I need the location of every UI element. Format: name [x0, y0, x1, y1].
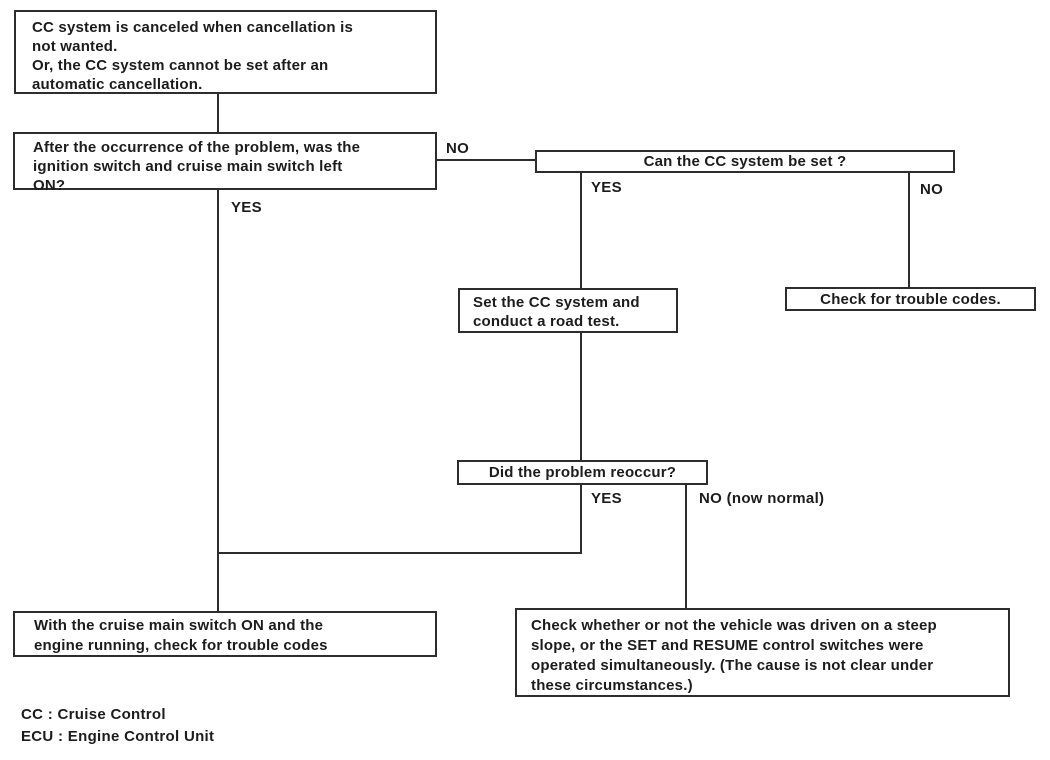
- node-check-for-trouble-codes: Check for trouble codes.: [785, 287, 1036, 311]
- connector-yes-to-road-test: [580, 173, 582, 288]
- edge-label-yes-reoccur: YES: [591, 490, 622, 507]
- edge-label-no-now-normal: NO (now normal): [699, 490, 825, 507]
- edge-label-yes-can-set: YES: [591, 179, 622, 196]
- node-check-codes-engine-running: With the cruise main switch ON and the e…: [13, 611, 437, 657]
- connector-reoccur-yes-down: [580, 485, 582, 554]
- legend-cc-cruise-control: CC : Cruise Control: [21, 706, 166, 723]
- edge-label-no-switch-question: NO: [446, 140, 470, 157]
- legend-ecu-engine-control-unit: ECU : Engine Control Unit: [21, 728, 215, 745]
- connector-reoccur-yes-merge: [217, 552, 582, 554]
- connector-yes-to-engine-running: [217, 190, 219, 611]
- connector-problem-to-question: [217, 94, 219, 132]
- edge-label-yes-switch-question: YES: [231, 199, 262, 216]
- connector-road-test-to-reoccur: [580, 333, 582, 460]
- node-problem-statement: CC system is canceled when cancellation …: [14, 10, 437, 94]
- edge-label-no-can-set: NO: [920, 181, 944, 198]
- node-question-can-cc-be-set: Can the CC system be set ?: [535, 150, 955, 173]
- node-check-steep-slope: Check whether or not the vehicle was dri…: [515, 608, 1010, 697]
- node-question-switch-left-on: After the occurrence of the problem, was…: [13, 132, 437, 194]
- node-question-problem-reoccur: Did the problem reoccur?: [457, 460, 708, 485]
- connector-no-to-check-codes: [908, 173, 910, 287]
- node-set-cc-road-test: Set the CC system and conduct a road tes…: [458, 288, 678, 333]
- connector-no-to-can-set: [437, 159, 535, 161]
- connector-reoccur-no-to-steep-slope: [685, 485, 687, 608]
